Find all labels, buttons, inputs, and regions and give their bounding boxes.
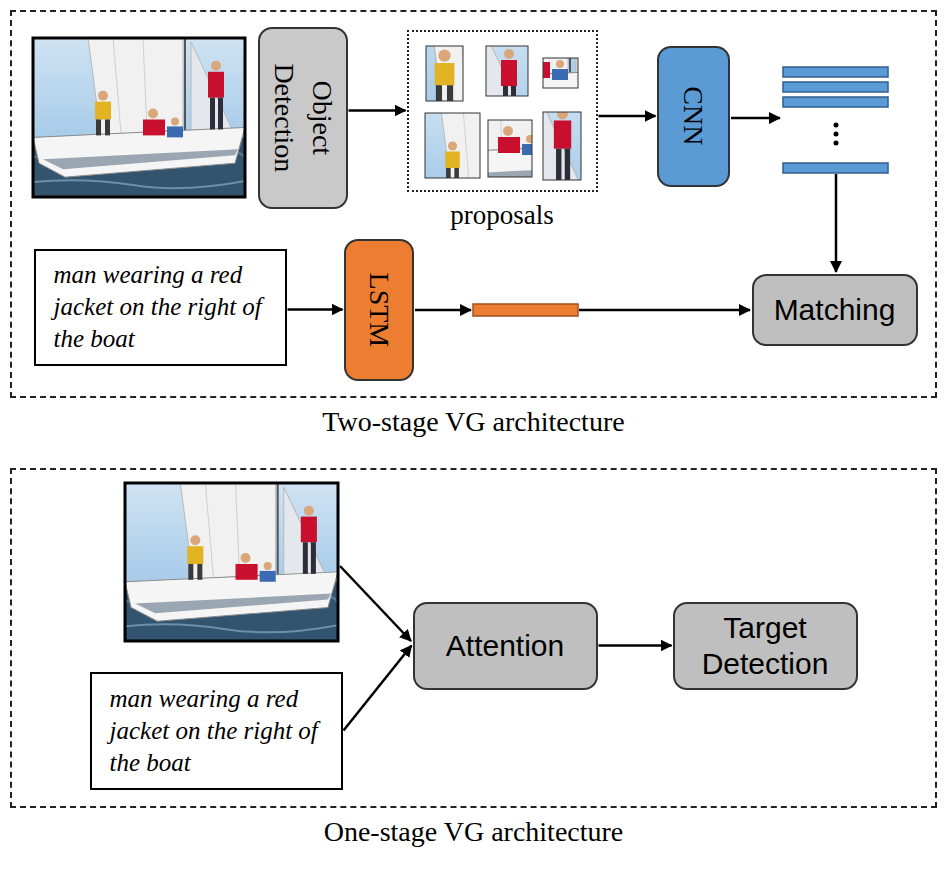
photo-one-stage: [125, 483, 338, 641]
photo-to-attention-arrow: [340, 566, 411, 641]
stage-caption: One-stage VG architecture: [12, 816, 935, 848]
proposals-box: proposals: [407, 30, 598, 192]
flow-arrow: [349, 109, 406, 112]
box-label: LSTM: [360, 246, 398, 372]
query-box: man wearing a red jacket on the right of…: [90, 672, 343, 790]
features-to-matching-arrow: [835, 174, 838, 272]
query-text: man wearing a red jacket on the right of…: [110, 683, 327, 779]
photo-two-stage: [33, 38, 245, 197]
matching-box: Matching: [752, 274, 918, 346]
ellipsis-dots: [834, 123, 839, 146]
proposal-crops: [326, 0, 630, 257]
query-text: man wearing a red jacket on the right of…: [54, 259, 271, 355]
flow-arrow: [344, 646, 412, 731]
text-embedding: [473, 304, 578, 316]
flow-arrow: [599, 644, 672, 647]
lstm-to-embedding-arrow: [415, 309, 471, 312]
embedding-to-matching-arrow: [579, 309, 750, 312]
cnn-box: CNN: [657, 46, 730, 187]
query-box: man wearing a red jacket on the right of…: [34, 249, 287, 366]
stage-caption: Two-stage VG architecture: [12, 406, 935, 438]
box-label: Target Detection: [685, 610, 846, 682]
feature-vectors: [783, 67, 888, 173]
box-label: Matching: [774, 292, 896, 328]
stage-frame: One-stage VG architectureman wearing a r…: [10, 468, 937, 808]
detector-box: Object Detection: [258, 27, 348, 209]
box-label: Attention: [446, 628, 564, 664]
target-detection-box: Target Detection: [673, 602, 858, 690]
lstm-box: LSTM: [344, 239, 414, 381]
stage-frame: Two-stage VG architectureObject Detectio…: [10, 10, 937, 398]
flow-arrow: [599, 115, 656, 118]
cnn-to-features-arrow: [731, 117, 780, 120]
box-label: CNN: [674, 53, 712, 178]
proposals-label: proposals: [389, 200, 616, 231]
attention-box: Attention: [413, 602, 598, 690]
box-label: Object Detection: [265, 34, 341, 200]
flow-arrow: [288, 308, 343, 311]
